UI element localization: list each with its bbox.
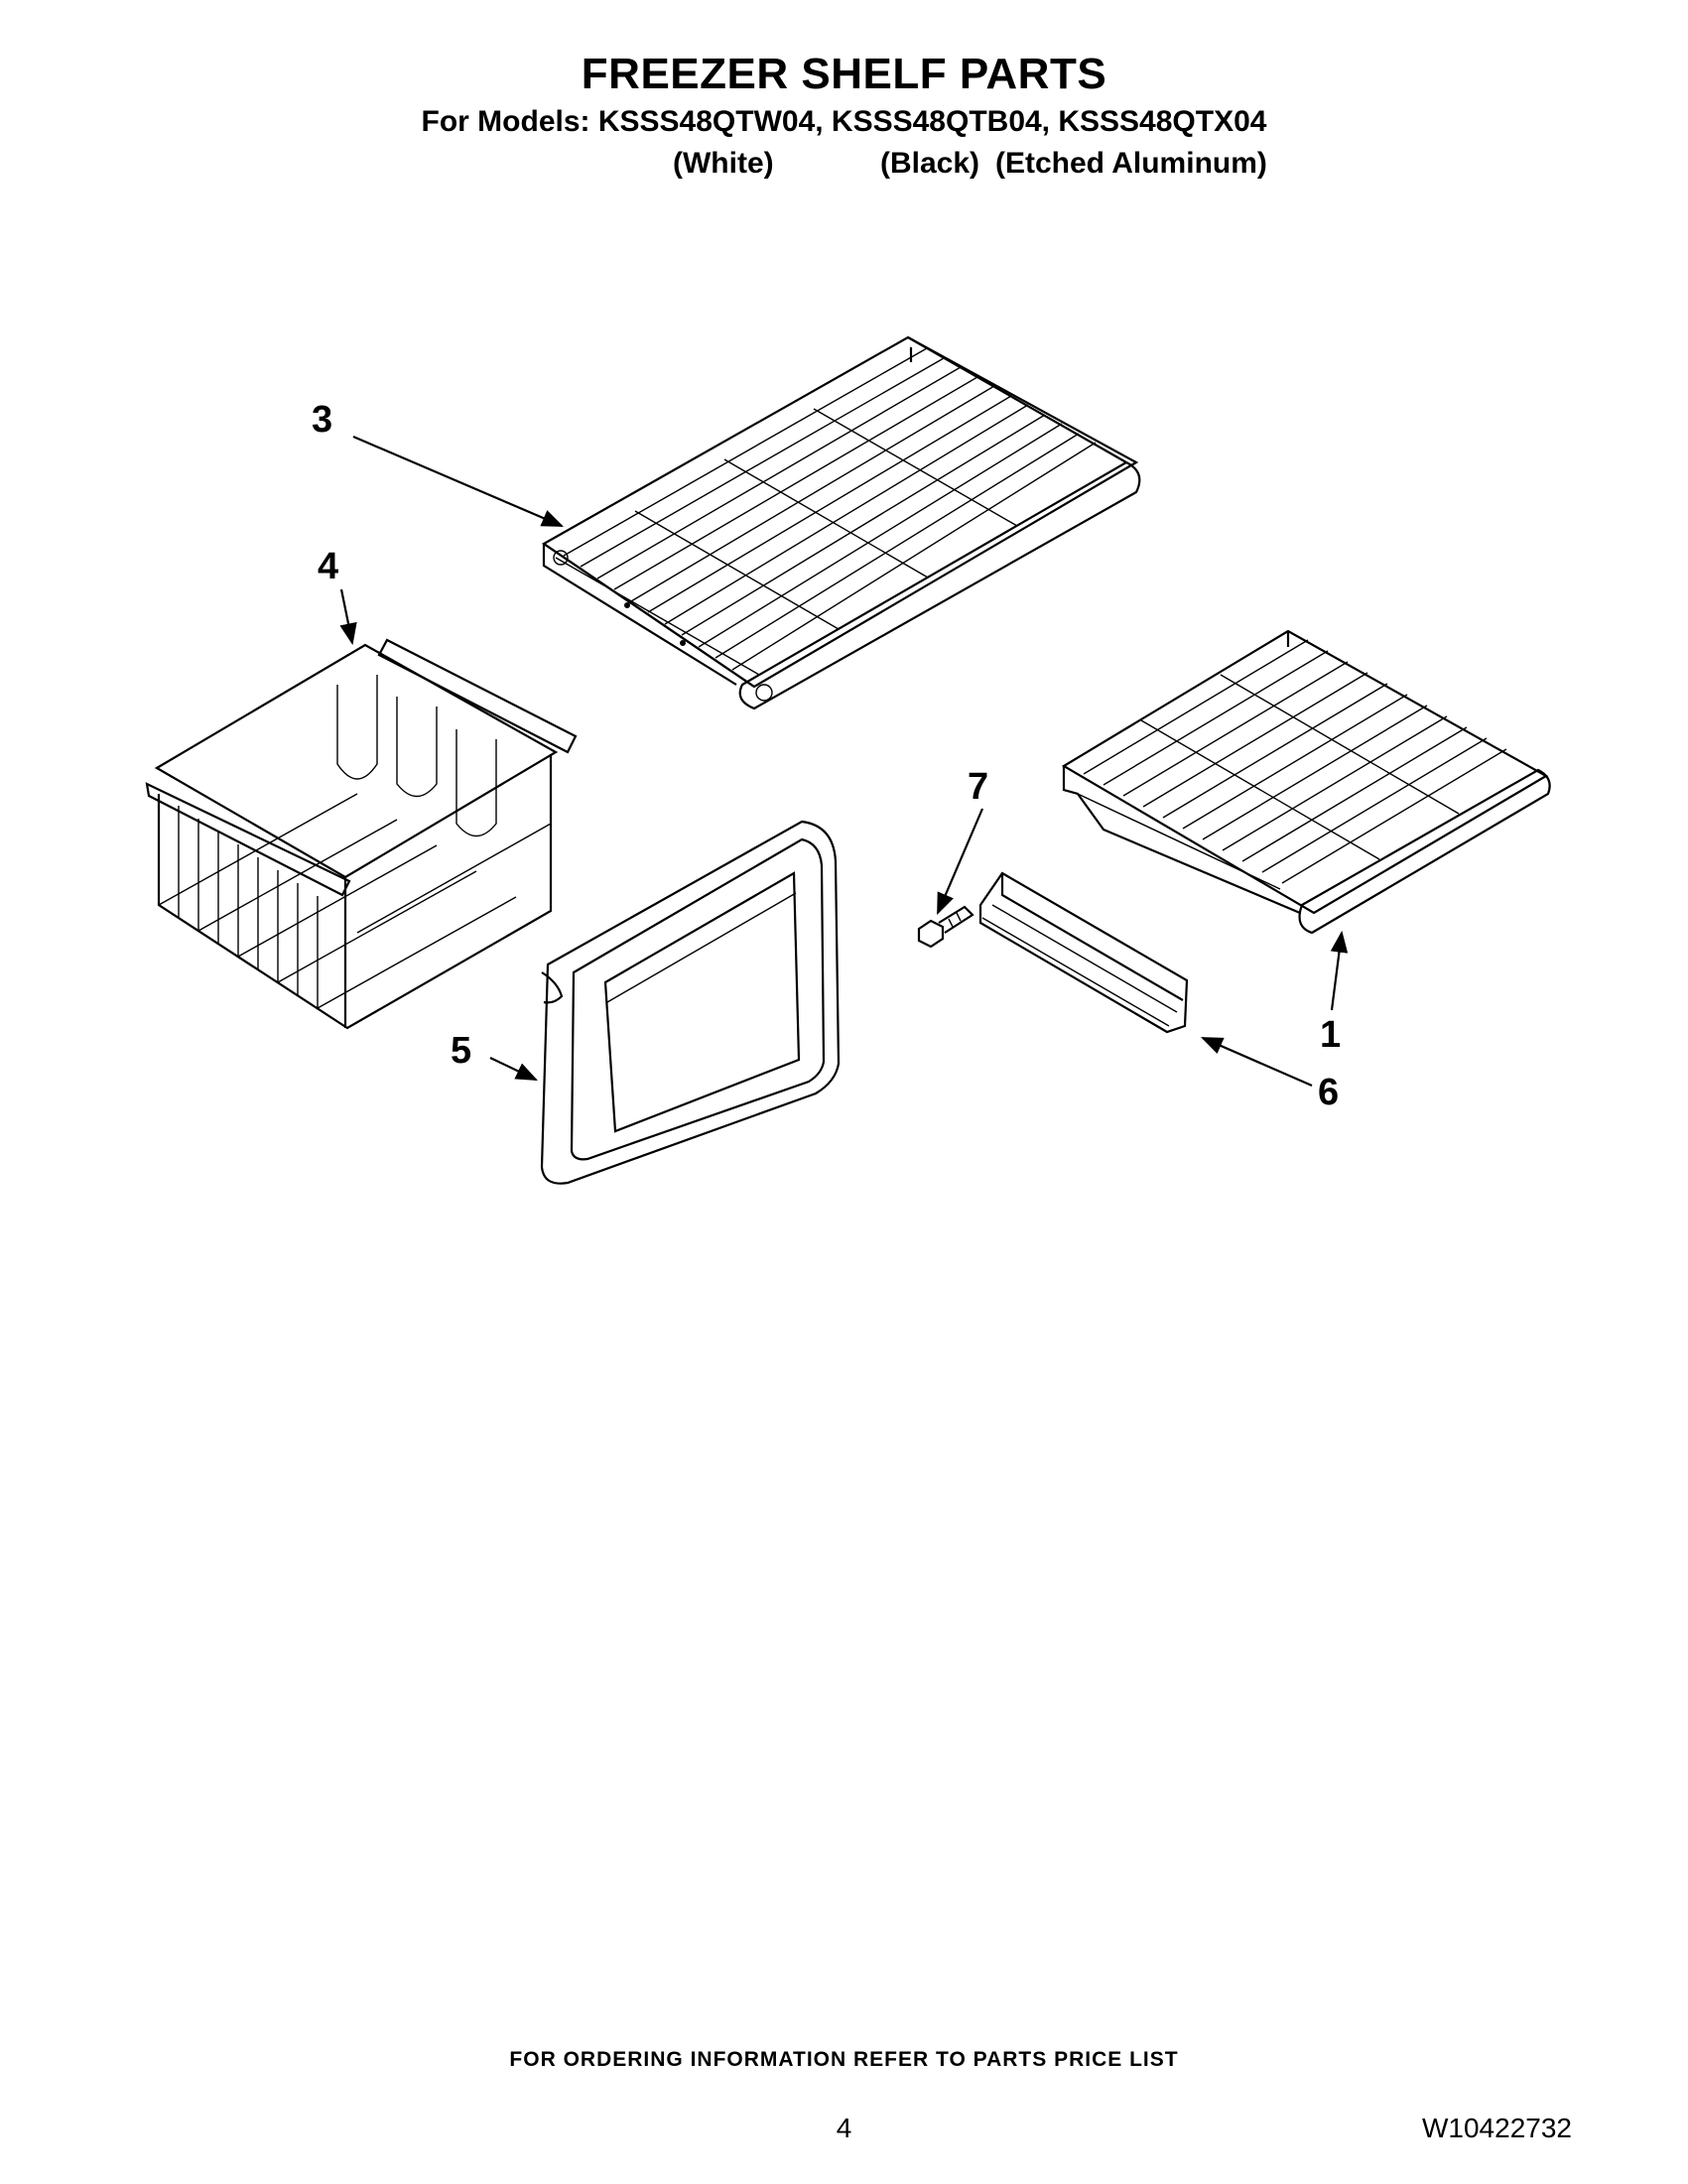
callout-7: 7 <box>968 766 989 808</box>
callout-6: 6 <box>1318 1072 1340 1113</box>
wire-shelf-lower <box>1061 629 1551 935</box>
callout-4: 4 <box>318 546 339 587</box>
callout-3: 3 <box>312 399 333 441</box>
callout-1: 1 <box>1320 1014 1342 1056</box>
leader-7 <box>936 808 984 916</box>
models-line: For Models: KSSS48QTW04, KSSS48QTB04, KS… <box>421 105 1267 138</box>
callout-leaders <box>339 435 1349 1088</box>
shelf-trim-rail <box>978 871 1189 1034</box>
variant-black: (Black) <box>880 147 980 180</box>
leader-4 <box>339 588 357 646</box>
wire-basket <box>145 638 578 1030</box>
page-title: FREEZER SHELF PARTS <box>581 50 1107 98</box>
ordering-info: FOR ORDERING INFORMATION REFER TO PARTS … <box>509 2048 1179 2071</box>
variant-white: (White) <box>673 147 774 180</box>
document-number: W10422732 <box>1421 2113 1572 2143</box>
drawer-front-panel <box>540 820 841 1185</box>
page-number: 4 <box>836 2113 852 2143</box>
leader-3 <box>352 435 565 528</box>
wire-shelf-upper <box>541 335 1141 710</box>
leader-1 <box>1330 930 1349 1011</box>
screw <box>917 905 974 949</box>
callout-5: 5 <box>451 1030 472 1072</box>
leader-6 <box>1200 1036 1313 1088</box>
variant-etched-aluminum: (Etched Aluminum) <box>995 147 1267 180</box>
leader-5 <box>489 1057 538 1081</box>
